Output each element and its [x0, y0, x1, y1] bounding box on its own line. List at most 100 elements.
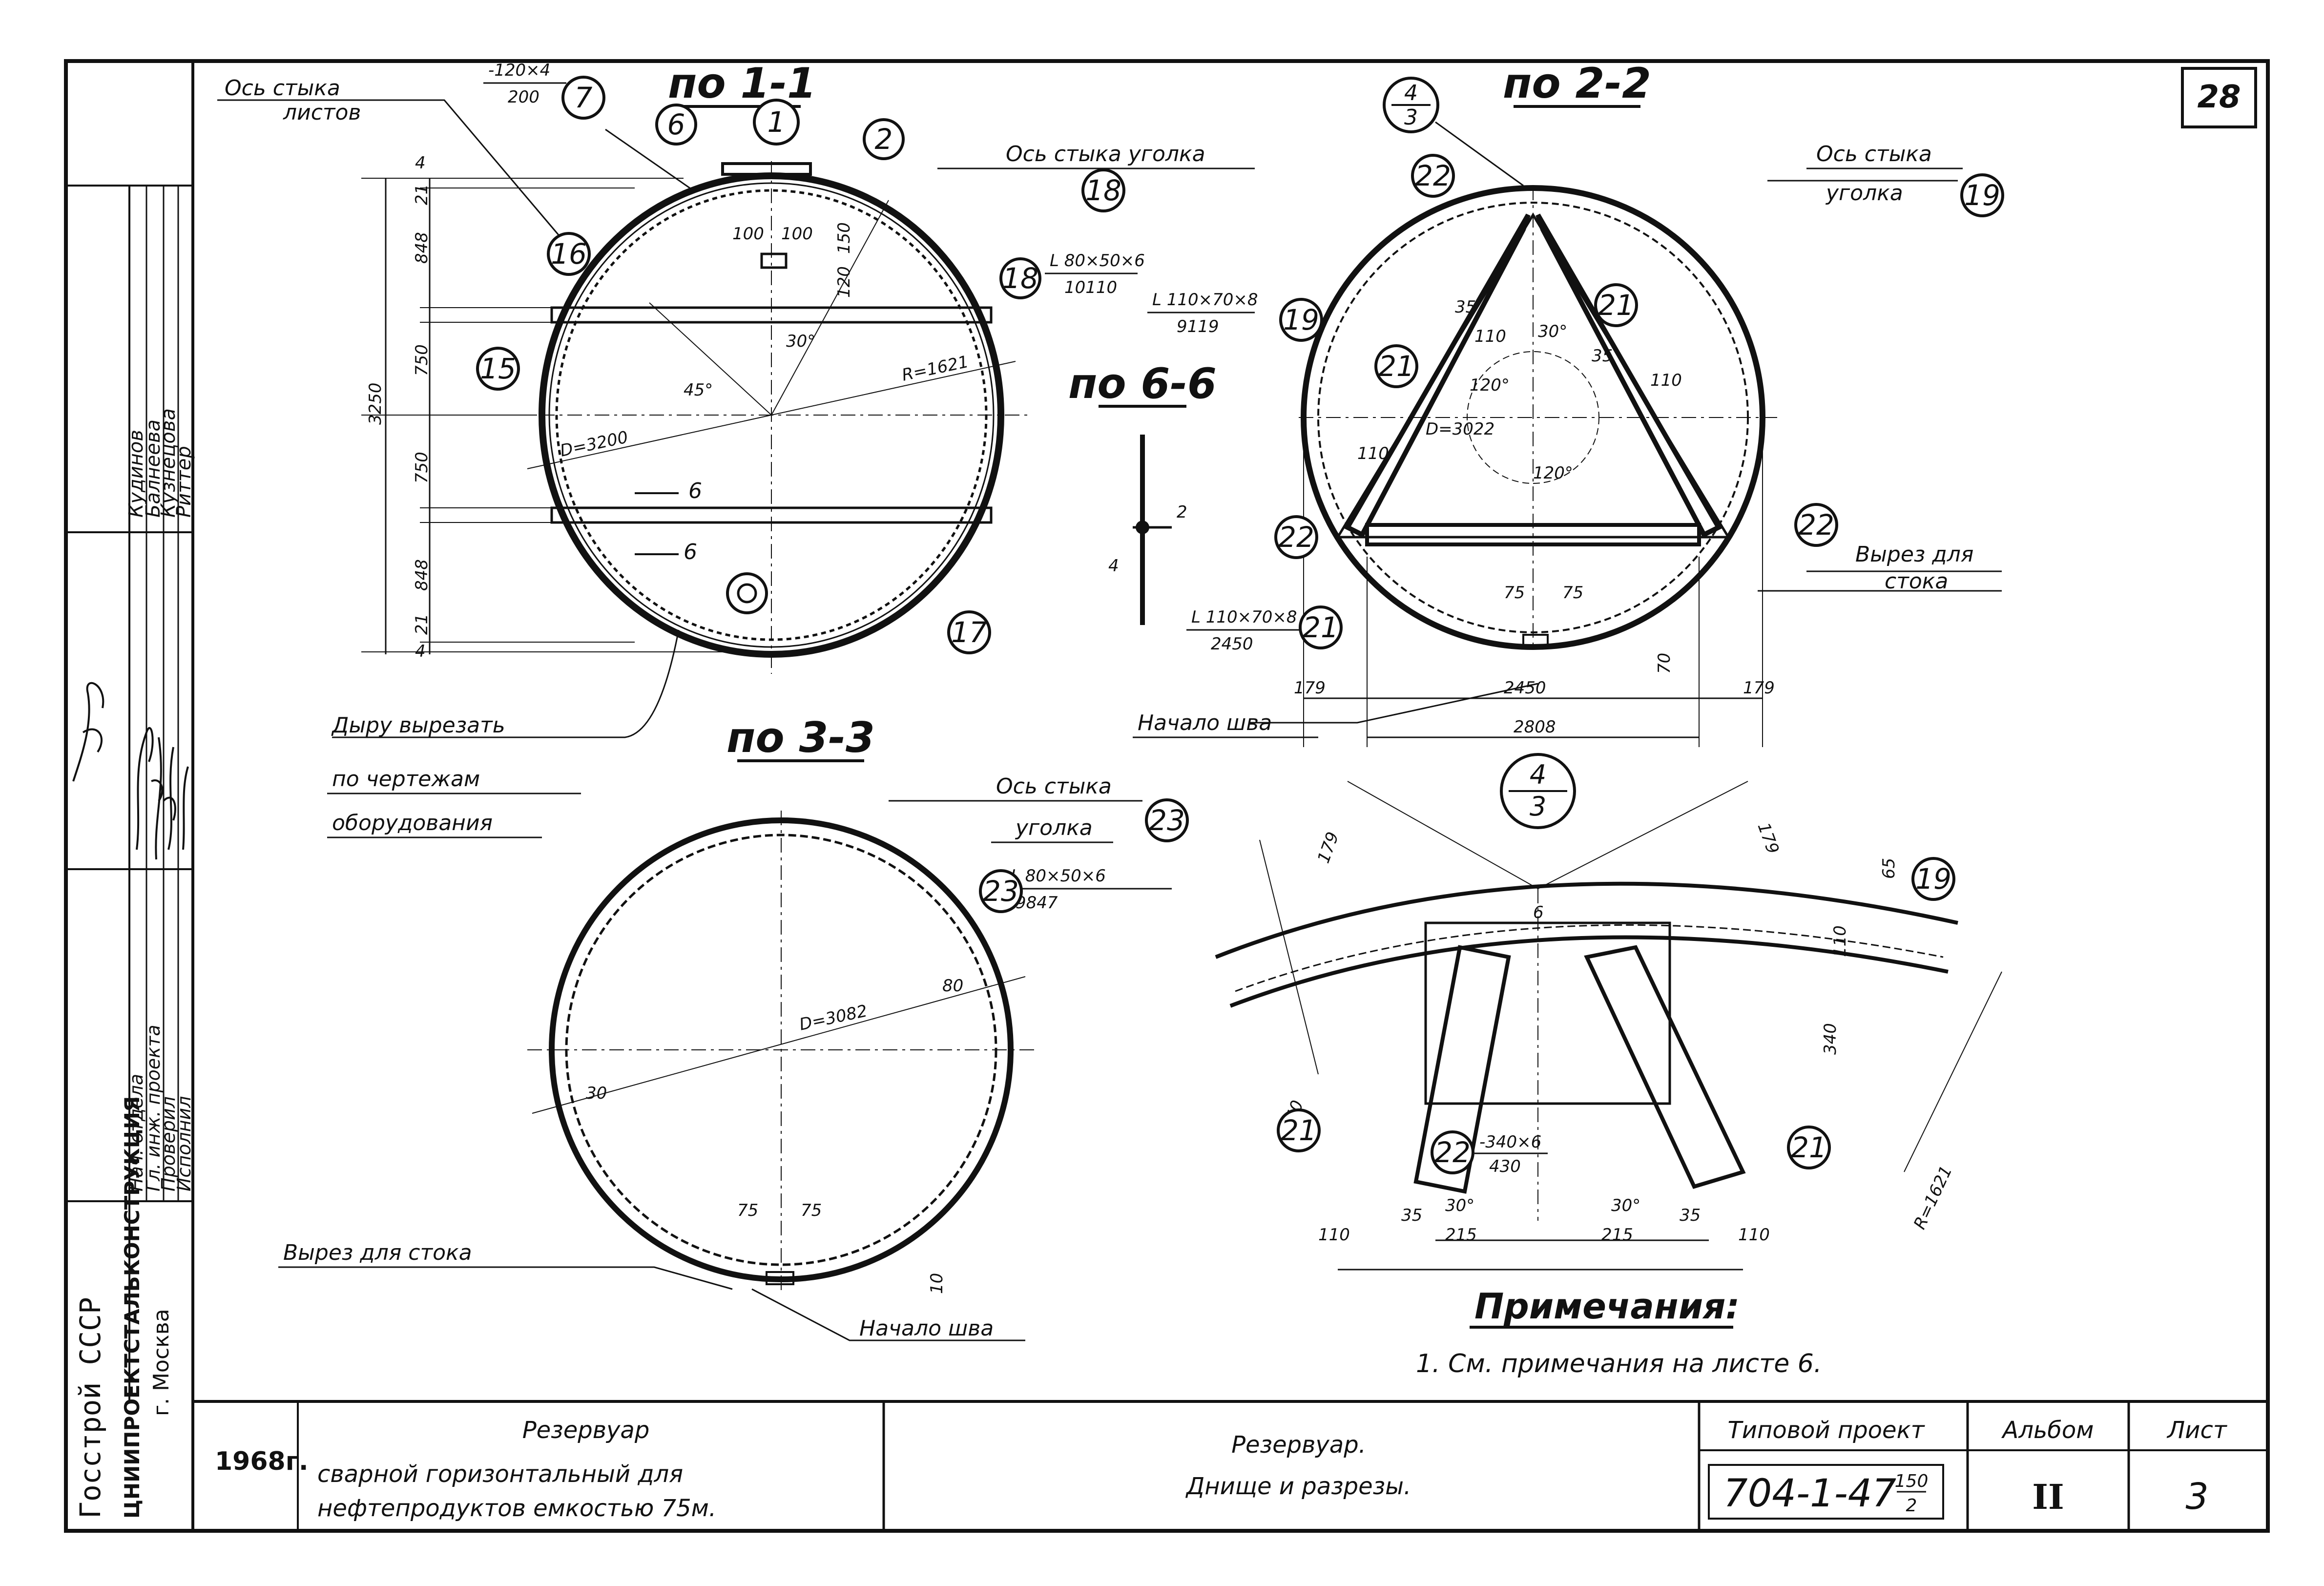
v2-diameter: D=3022: [1426, 419, 1494, 439]
v1-hole-note-1: Дыру вырезать: [331, 713, 505, 738]
section-title-6-6: по 6-6: [1068, 359, 1217, 408]
callout-19b-text: 19: [1964, 179, 2000, 212]
callout-22b: 22: [1274, 515, 1318, 559]
v2-axis-1: Ось стыка: [1816, 142, 1932, 167]
v1-radius: R=1621: [900, 352, 971, 385]
callout-18a: 18: [1081, 168, 1125, 212]
callout-7-text: 7: [575, 81, 593, 114]
v2-dim-35b: 35: [1592, 346, 1613, 366]
v2-dim-75b: 75: [1562, 583, 1583, 603]
callout-21e: 21: [1787, 1126, 1831, 1169]
staff-names: Кудинов Балнеева Кузнецова Риттер: [125, 408, 195, 518]
v1-cut6-a: 6: [688, 479, 702, 503]
v3-dim-75b: 75: [801, 1201, 822, 1220]
callout-21d: 21: [1277, 1108, 1321, 1152]
callout-15-text: 15: [480, 352, 516, 385]
v2-weld-start: Начало шва: [1138, 710, 1272, 735]
v2-dim-110b: 110: [1650, 371, 1682, 390]
corner-sheet-number: 28: [2197, 79, 2241, 115]
callout-22a-text: 22: [1415, 159, 1451, 192]
v2-ref-num: 4: [1404, 81, 1418, 105]
callout-21d-text: 21: [1281, 1114, 1317, 1147]
role-4: Исполнил: [173, 1096, 195, 1191]
v1-angle-den: 10110: [1064, 278, 1117, 297]
callout-21a-text: 21: [1598, 289, 1634, 322]
callout-18b-text: 18: [1002, 262, 1038, 295]
v2-ref-circle: 4 3: [1383, 77, 1524, 187]
v1-dim-100b: 100: [781, 224, 813, 244]
v1-total-height: 3250: [366, 382, 385, 425]
callout-23b-text: 23: [983, 875, 1019, 908]
v1-dim-100a: 100: [732, 224, 764, 244]
detail-radius: R=1621: [1910, 1163, 1956, 1232]
notes-line-1: 1. См. примечания на листе 6.: [1416, 1349, 1822, 1378]
callout-23a: 23: [1145, 798, 1189, 842]
callout-19a: 19: [1279, 298, 1323, 342]
detail-dim-215b: 215: [1601, 1225, 1633, 1245]
section-title-1-1: по 1-1: [668, 59, 816, 108]
v1-dim-4a: 4: [415, 153, 426, 173]
detail-ang-30b: 30°: [1611, 1196, 1640, 1215]
callout-2-text: 2: [875, 123, 893, 156]
v1-hole-note-3: оборудования: [332, 811, 493, 835]
v6-dim-2: 2: [1177, 502, 1187, 522]
callout-1: 1: [753, 99, 800, 146]
detail-dim-179b: 179: [1754, 820, 1783, 856]
v1-dim-848b: 848: [412, 559, 432, 591]
v2-dim-179b: 179: [1743, 678, 1775, 698]
callout-15: 15: [476, 347, 520, 391]
detail-dim-110r: 110: [1738, 1225, 1770, 1245]
callout-22b-text: 22: [1278, 521, 1314, 554]
role-1: Нач. отдела: [125, 1074, 147, 1191]
v2-cut-1: Вырез для: [1855, 542, 1973, 567]
staff-name-2: Балнеева: [142, 419, 165, 518]
callout-2: 2: [863, 118, 905, 160]
callout-16-text: 16: [551, 237, 587, 271]
v2-ref-den: 3: [1404, 105, 1418, 130]
v1-angle-big-den: 9119: [1177, 317, 1219, 336]
v1-dim-4b: 4: [415, 642, 426, 661]
callout-17-text: 17: [951, 616, 987, 649]
detail-dim-110: 110: [1830, 925, 1850, 957]
detail-dim-35r: 35: [1680, 1206, 1701, 1225]
v3-angle-den: 9847: [1016, 893, 1058, 913]
v1-dim-750b: 750: [412, 452, 432, 483]
staff-name-3: Кузнецова: [157, 408, 180, 518]
v2-ang-30: 30°: [1538, 322, 1567, 341]
callout-16: 16: [547, 232, 591, 276]
callouts: 1 2 6 7 15 16 17 18 18 19 19 21 21 21 22…: [476, 76, 2004, 1174]
callout-7: 7: [561, 76, 605, 120]
callout-22d: 22: [1431, 1130, 1474, 1174]
detail-dim-65: 65: [1879, 858, 1899, 879]
section-title-3-3: по 3-3: [726, 713, 875, 762]
org-line-2: ЦНИИПРОЕКТСТАЛЬКОНСТРУКЦИЯ: [120, 1096, 144, 1519]
v1-diameter: D=3200: [559, 427, 630, 460]
tb-sheet-value: 3: [2185, 1476, 2208, 1518]
v1-dim-120: 120: [834, 266, 854, 298]
v1-angle-num: L 80×50×6: [1050, 251, 1145, 271]
tb-object-desc-1: сварной горизонтальный для: [317, 1461, 683, 1488]
detail-dim-215a: 215: [1445, 1225, 1477, 1245]
v3-dim-10: 10: [927, 1273, 947, 1294]
v2-dim-70: 70: [1655, 653, 1674, 674]
title-block: [297, 1401, 2268, 1531]
v1-dim-750a: 750: [412, 344, 432, 376]
v2-dim-110c: 110: [1357, 444, 1389, 463]
v3-dim-30: 30: [586, 1084, 607, 1103]
v1-plate-num: -120×4: [488, 61, 550, 80]
callout-23a-text: 23: [1149, 804, 1185, 837]
callout-6: 6: [655, 104, 697, 146]
detail-weld: 6: [1533, 903, 1544, 922]
callout-19c: 19: [1911, 857, 1955, 901]
v1-angle-big-num: L 110×70×8: [1152, 290, 1258, 310]
v1-plate-den: 200: [508, 87, 540, 107]
staff-name-4: Риттер: [173, 446, 195, 518]
callout-1-text: 1: [768, 105, 786, 139]
v2-dim-110a: 110: [1474, 327, 1506, 346]
detail-dim-340: 340: [1821, 1023, 1840, 1055]
view-1-1: [217, 99, 1255, 738]
callout-21c-text: 21: [1303, 611, 1339, 644]
role-2: Гл. инж. проекта: [143, 1024, 164, 1191]
callout-21a: 21: [1594, 283, 1638, 327]
